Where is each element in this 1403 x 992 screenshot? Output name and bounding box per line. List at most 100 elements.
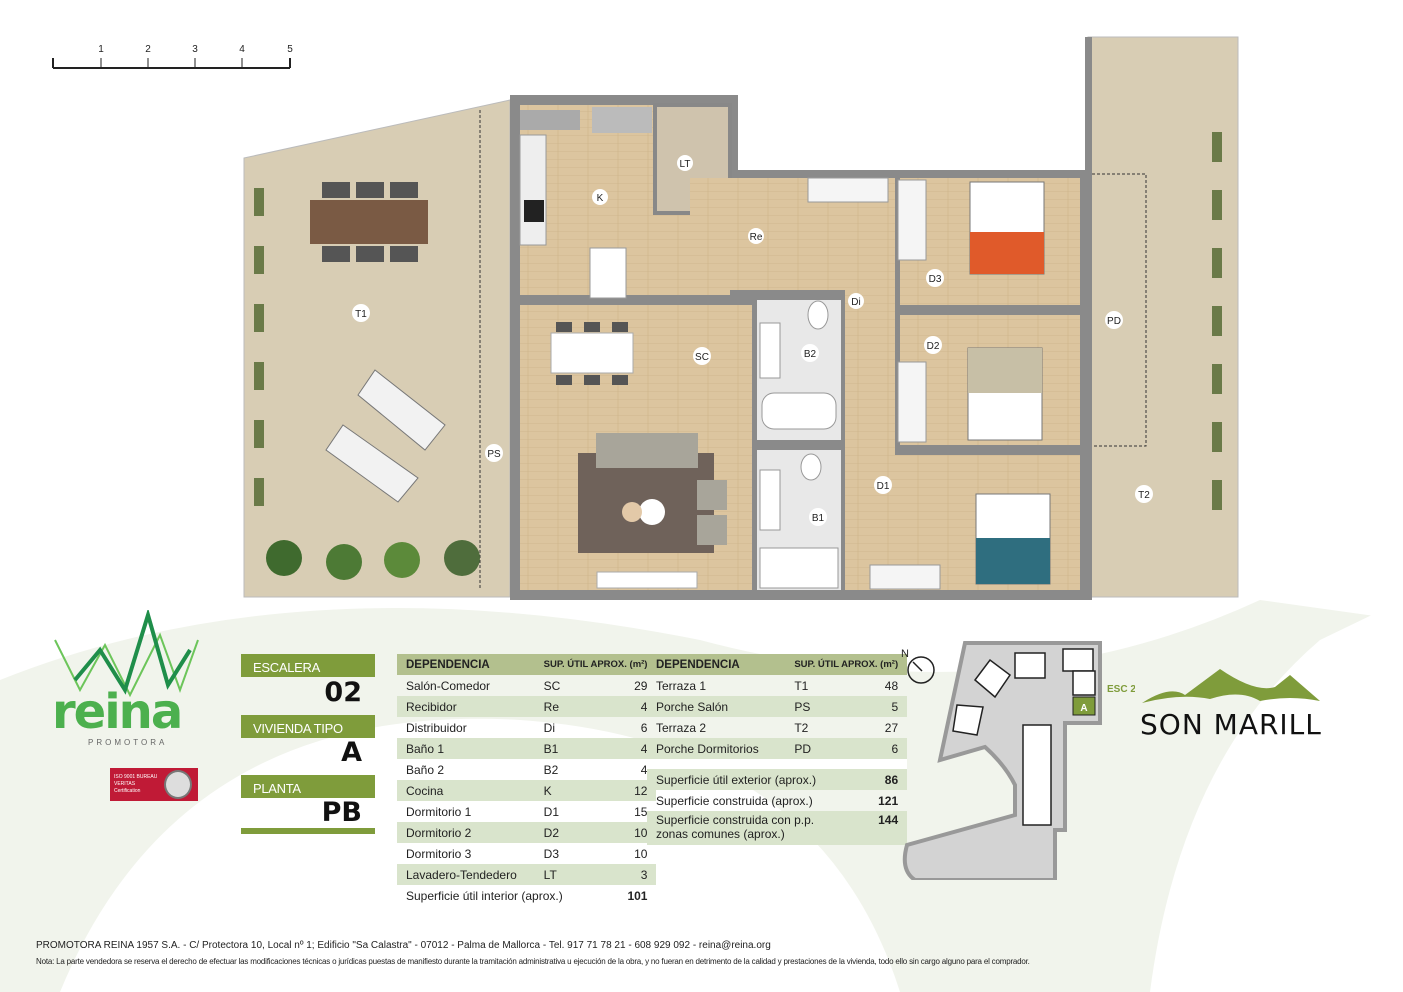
table-cell: Dormitorio 3 xyxy=(406,846,472,861)
table-cell: B1 xyxy=(534,738,595,759)
table-row: Dormitorio 3 D3 10 xyxy=(397,843,656,864)
col-header: DEPENDENCIA xyxy=(647,654,786,675)
total-row: Superficie construida con p.p. zonas com… xyxy=(647,811,908,845)
table-cell: ISO 9001 BUREAU VERITAS Certification xyxy=(114,774,158,794)
table-row: Terraza 1 T1 48 xyxy=(647,675,907,696)
table-cell: Re xyxy=(534,696,595,717)
table-cell: Superficie construida (aprox.) xyxy=(656,793,813,808)
table-cell: 10 xyxy=(634,846,648,861)
label-pd: PD xyxy=(1107,316,1121,327)
stair-label: ESC 2 xyxy=(1107,684,1135,695)
mountain-icon xyxy=(1142,669,1320,703)
table-cell: LT xyxy=(534,864,595,885)
table-cell: SC xyxy=(543,678,561,693)
table-cell: 5 xyxy=(847,696,908,717)
total-row: Superficie útil exterior (aprox.)86 xyxy=(647,769,908,790)
reina-logo: reina PROMOTORA xyxy=(50,607,200,750)
project-name: SON MARILL xyxy=(1140,708,1322,741)
scale-tick: 5 xyxy=(287,44,293,55)
bureau-veritas-badge: ISO 9001 BUREAU VERITAS Certification xyxy=(110,768,198,801)
footer-note: Nota: La parte vendedora se reserva el d… xyxy=(36,957,1030,966)
table-cell: Terraza 1 xyxy=(656,678,707,693)
table-cell: Porche Salón xyxy=(647,696,786,717)
room-labels: K LT Re Di D3 SC B2 D2 PS D1 B1 T1 PD T2 xyxy=(352,155,1153,526)
planta-value: PB xyxy=(321,797,362,828)
escalera-value: 02 xyxy=(324,677,362,708)
label-b2: B2 xyxy=(804,349,817,360)
planta-label: PLANTA xyxy=(241,775,375,798)
label-d2: D2 xyxy=(927,341,940,352)
label-ps: PS xyxy=(487,449,501,460)
vivienda-value: A xyxy=(341,737,362,768)
compass-icon xyxy=(907,656,935,684)
table-cell: Terraza 2 xyxy=(656,720,707,735)
table-cell: Dormitorio 1 xyxy=(406,804,472,819)
table-cell: PS xyxy=(785,696,848,717)
table-cell: 4 xyxy=(594,738,657,759)
label-t1: T1 xyxy=(355,309,367,320)
label-k: K xyxy=(597,193,604,204)
table-cell: T2 xyxy=(794,720,809,735)
table-cell: 121 xyxy=(878,793,899,808)
table-cell: Dormitorio 2 xyxy=(397,822,535,843)
table-cell: Recibidor xyxy=(397,696,535,717)
table-cell: 27 xyxy=(884,720,899,735)
table-cell: 6 xyxy=(640,720,648,735)
total-row: Superficie útil interior (aprox.) 101 xyxy=(397,885,656,906)
table-cell: Baño 2 xyxy=(406,762,445,777)
table-cell: Salón-Comedor xyxy=(406,678,491,693)
floor-plan: 1 2 3 4 5 xyxy=(52,36,1239,600)
table-cell: 15 xyxy=(634,804,648,819)
footer-address: PROMOTORA REINA 1957 S.A. - C/ Protector… xyxy=(36,940,771,951)
table-cell: Superficie útil interior (aprox.) xyxy=(406,888,563,903)
col-header: SUP. ÚTIL APROX. (m²) xyxy=(534,654,657,675)
label-lt: LT xyxy=(680,159,691,170)
bed-d2 xyxy=(967,347,1043,441)
scale-tick: 2 xyxy=(145,44,151,55)
table-cell: D3 xyxy=(543,846,559,861)
site-plan: N A ESC 2 xyxy=(901,641,1135,880)
unit-marker: A xyxy=(1080,703,1087,714)
label-d1: D1 xyxy=(877,481,890,492)
table-cell: Cocina xyxy=(397,780,535,801)
label-b1: B1 xyxy=(812,513,825,524)
reina-wordmark: reina xyxy=(52,684,183,740)
table-cell: 86 xyxy=(847,769,908,790)
table-cell: Porche Dormitorios xyxy=(647,738,786,759)
label-re: Re xyxy=(750,232,763,243)
table-cell: K xyxy=(534,780,595,801)
table-row: Terraza 2 T2 27 xyxy=(647,717,907,738)
son-marill-logo: SON MARILL xyxy=(1140,665,1325,745)
table-cell: Baño 1 xyxy=(397,738,535,759)
table-row: Dormitorio 1 D1 15 xyxy=(397,801,656,822)
table-cell: 144 xyxy=(847,811,908,845)
col-header: DEPENDENCIA xyxy=(397,654,535,675)
table-cell: T1 xyxy=(794,678,809,693)
escalera-label: ESCALERA xyxy=(241,654,375,677)
scale-tick: 3 xyxy=(192,44,198,55)
table-cell: D1 xyxy=(543,804,559,819)
label-d3: D3 xyxy=(929,274,942,285)
table-cell: Lavadero-Tendedero xyxy=(397,864,535,885)
table-cell: 10 xyxy=(594,822,657,843)
table-cell: 101 xyxy=(627,888,648,903)
table-cell: PD xyxy=(785,738,848,759)
bed-d1 xyxy=(975,493,1051,585)
table-cell: 12 xyxy=(594,780,657,801)
table-cell: Superficie útil exterior (aprox.) xyxy=(647,769,848,790)
col-header: SUP. ÚTIL APROX. (m²) xyxy=(785,654,908,675)
label-t2: T2 xyxy=(1138,490,1150,501)
table-cell: 48 xyxy=(884,678,899,693)
table-cell: Superficie construida con p.p. zonas com… xyxy=(647,811,848,845)
table-cell: 3 xyxy=(594,864,657,885)
bed-d3 xyxy=(969,181,1045,275)
